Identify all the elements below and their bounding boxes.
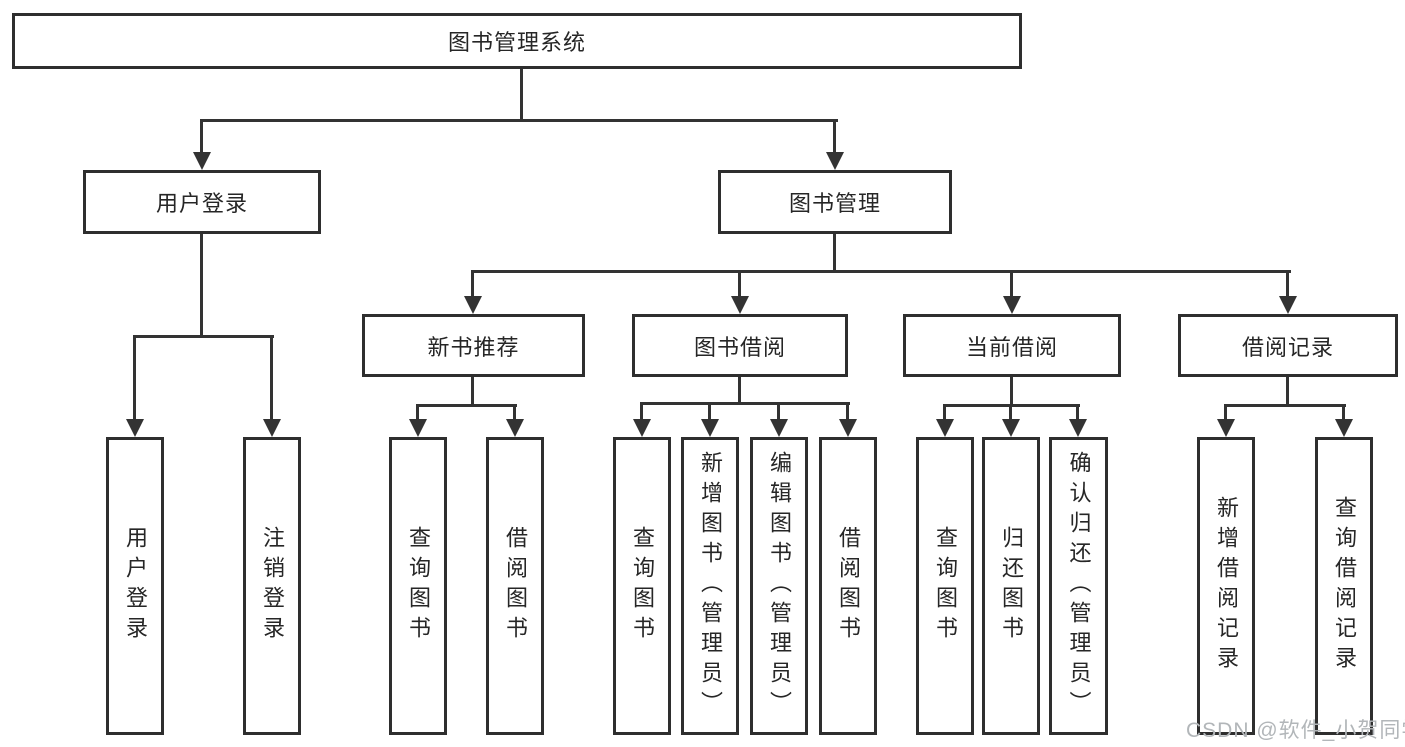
node-borrow-records-label: 借阅记录	[1241, 334, 1334, 360]
arrow-down-icon	[839, 419, 857, 437]
connector-line	[640, 402, 643, 420]
node-book-borrow: 图书借阅	[632, 314, 848, 377]
connector-line	[777, 402, 780, 420]
connector-line	[1342, 404, 1345, 420]
connector-line	[738, 377, 741, 404]
node-book-management-label: 图书管理	[788, 191, 881, 216]
connector-line	[1286, 377, 1289, 406]
arrow-down-icon	[1335, 419, 1353, 437]
arrow-down-icon	[936, 419, 954, 437]
leaf-cb-confirm-return-admin: 确认归还（管理员）	[1049, 437, 1108, 735]
connector-line	[1010, 377, 1013, 406]
leaf-logout: 注销登录	[243, 437, 301, 735]
connector-line	[846, 402, 849, 420]
leaf-cb-return-books-label: 归还图书	[999, 526, 1024, 646]
arrow-down-icon	[701, 419, 719, 437]
node-current-borrow-label: 当前借阅	[965, 334, 1058, 360]
arrow-down-icon	[1003, 296, 1021, 314]
leaf-cb-confirm-return-admin-label: 确认归还（管理员）	[1066, 451, 1092, 721]
arrow-down-icon	[506, 419, 524, 437]
leaf-br-query-record-label: 查询借阅记录	[1332, 496, 1357, 676]
connector-line	[833, 234, 836, 272]
leaf-cb-query-books-label: 查询图书	[933, 526, 958, 646]
connector-line	[1286, 270, 1289, 296]
node-current-borrow: 当前借阅	[903, 314, 1121, 377]
connector-line	[1009, 404, 1012, 420]
leaf-bb-query-books: 查询图书	[613, 437, 671, 735]
connector-line	[520, 69, 523, 120]
leaf-br-add-record-label: 新增借阅记录	[1214, 496, 1239, 676]
node-borrow-records: 借阅记录	[1178, 314, 1398, 377]
node-user-login-label: 用户登录	[155, 191, 248, 216]
arrow-down-icon	[1069, 419, 1087, 437]
connector-line	[1076, 404, 1079, 420]
node-library-system: 图书管理系统	[12, 13, 1022, 69]
arrow-down-icon	[826, 152, 844, 170]
leaf-user-login: 用户登录	[106, 437, 164, 735]
leaf-bb-query-books-label: 查询图书	[630, 526, 655, 646]
connector-line	[416, 404, 419, 420]
connector-line	[1224, 404, 1346, 407]
connector-line	[471, 270, 474, 296]
leaf-nbr-borrow-books-label: 借阅图书	[503, 526, 528, 646]
connector-line	[943, 404, 946, 420]
connector-line	[416, 404, 517, 407]
arrow-down-icon	[1002, 419, 1020, 437]
connector-line	[738, 270, 741, 296]
leaf-bb-add-books-admin-label: 新增图书（管理员）	[698, 451, 723, 721]
connector-line	[1010, 270, 1013, 296]
arrow-down-icon	[633, 419, 651, 437]
connector-line	[200, 119, 838, 122]
leaf-bb-borrow-books: 借阅图书	[819, 437, 877, 735]
node-user-login: 用户登录	[83, 170, 321, 234]
leaf-bb-borrow-books-label: 借阅图书	[836, 526, 861, 646]
arrow-down-icon	[731, 296, 749, 314]
arrow-down-icon	[126, 419, 144, 437]
arrow-down-icon	[193, 152, 211, 170]
connector-line	[513, 404, 516, 420]
arrow-down-icon	[1217, 419, 1235, 437]
leaf-br-add-record: 新增借阅记录	[1197, 437, 1255, 735]
node-book-borrow-label: 图书借阅	[693, 334, 786, 360]
leaf-logout-label: 注销登录	[260, 526, 285, 646]
leaf-nbr-query-books-label: 查询图书	[406, 526, 431, 646]
leaf-cb-return-books: 归还图书	[982, 437, 1040, 735]
leaf-bb-add-books-admin: 新增图书（管理员）	[681, 437, 739, 735]
arrow-down-icon	[409, 419, 427, 437]
leaf-br-query-record: 查询借阅记录	[1315, 437, 1373, 735]
leaf-nbr-query-books: 查询图书	[389, 437, 447, 735]
leaf-bb-edit-books-admin-label: 编辑图书（管理员）	[767, 451, 792, 721]
leaf-cb-query-books: 查询图书	[916, 437, 974, 735]
leaf-user-login-label: 用户登录	[123, 526, 148, 646]
arrow-down-icon	[263, 419, 281, 437]
arrow-down-icon	[1279, 296, 1297, 314]
connector-line	[133, 335, 274, 338]
connector-line	[200, 234, 203, 337]
connector-line	[1224, 404, 1227, 420]
arrow-down-icon	[770, 419, 788, 437]
connector-line	[270, 335, 273, 419]
connector-line	[471, 377, 474, 406]
connector-line	[471, 270, 1291, 273]
leaf-nbr-borrow-books: 借阅图书	[486, 437, 544, 735]
connector-line	[640, 402, 850, 405]
leaf-bb-edit-books-admin: 编辑图书（管理员）	[750, 437, 808, 735]
node-book-management: 图书管理	[718, 170, 952, 234]
watermark: CSDN @软件_小贺同学	[1186, 719, 1405, 742]
connector-line	[833, 119, 836, 153]
arrow-down-icon	[464, 296, 482, 314]
connector-line	[200, 119, 203, 153]
node-new-book-recommend: 新书推荐	[362, 314, 585, 377]
connector-line	[133, 335, 136, 419]
node-new-book-recommend-label: 新书推荐	[427, 334, 520, 360]
connector-line	[708, 402, 711, 420]
node-library-system-label: 图书管理系统	[447, 30, 586, 55]
